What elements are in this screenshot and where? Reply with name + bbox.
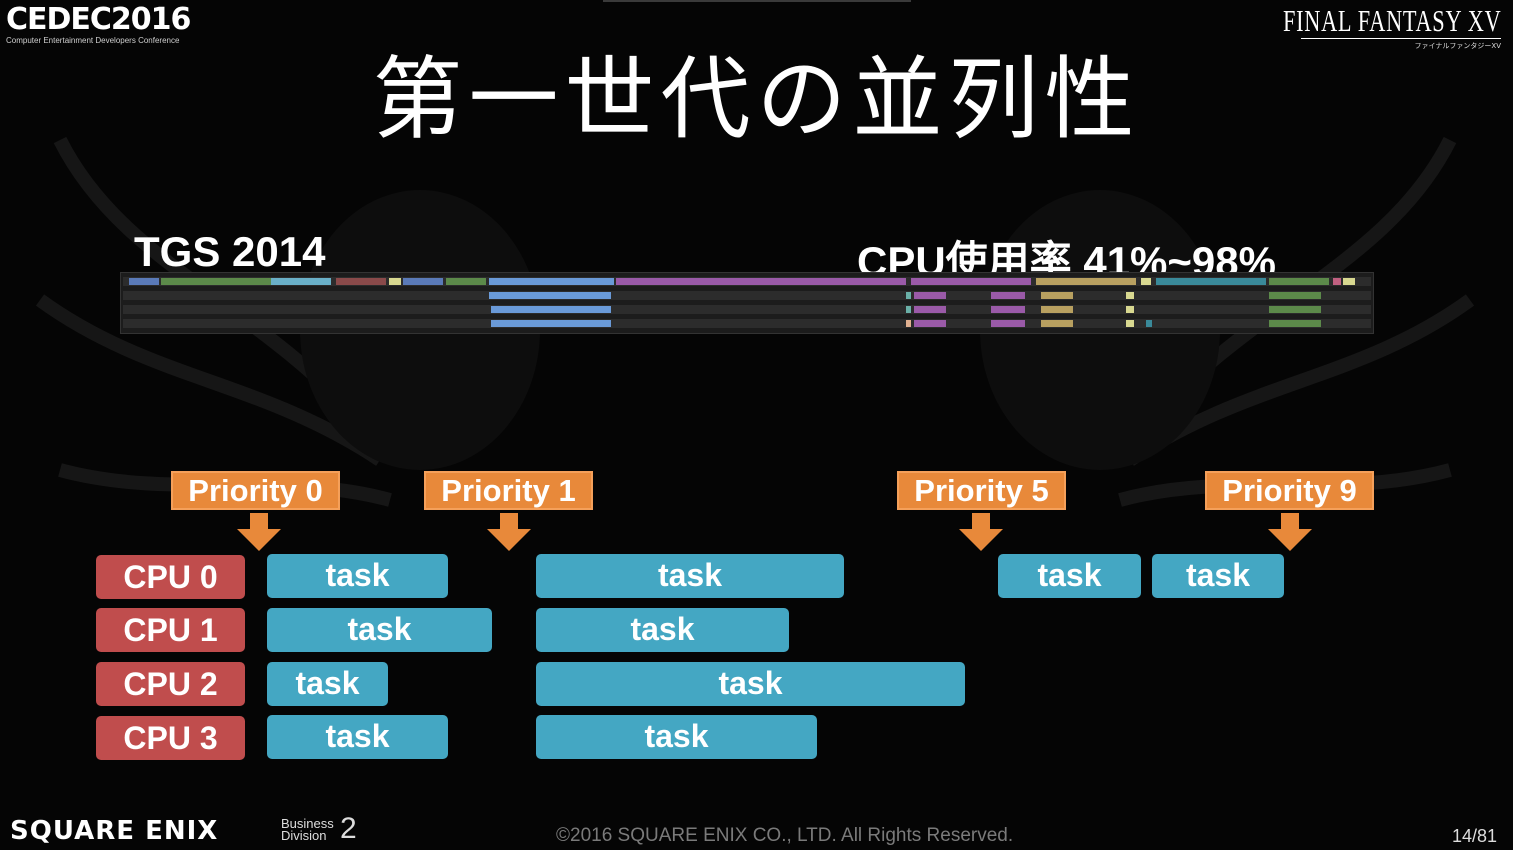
task-block: task — [267, 715, 448, 759]
task-block: task — [536, 554, 844, 598]
cedec-logo-text: CEDEC2016 — [6, 2, 191, 37]
task-block: task — [1152, 554, 1284, 598]
priority-arrow-down-icon — [237, 513, 281, 551]
task-block: task — [267, 554, 448, 598]
profiler-lane — [123, 305, 1371, 314]
profiler-lane — [123, 319, 1371, 328]
cedec-logo: CEDEC2016 Computer Entertainment Develop… — [6, 2, 206, 48]
priority-arrow-down-icon — [487, 513, 531, 551]
priority-label-9: Priority 9 — [1205, 471, 1374, 510]
top-divider — [603, 0, 911, 2]
priority-label-0: Priority 0 — [171, 471, 340, 510]
task-block: task — [536, 662, 965, 706]
priority-arrow-down-icon — [959, 513, 1003, 551]
task-block: task — [267, 608, 492, 652]
priority-label-1: Priority 1 — [424, 471, 593, 510]
cpu-label-0: CPU 0 — [96, 555, 245, 599]
division-number: 2 — [340, 812, 357, 845]
slide-title: 第一世代の並列性 — [372, 47, 1141, 152]
profiler-bars — [129, 278, 1355, 327]
ff-logo-text: FINAL FANTASY XV — [1282, 3, 1501, 38]
task-block: task — [998, 554, 1141, 598]
ff-logo-rule — [1301, 38, 1501, 39]
division-line-1: Business — [281, 816, 334, 831]
cpu-label-1: CPU 1 — [96, 608, 245, 652]
page-number: 14/81 — [1451, 826, 1497, 846]
copyright-notice: ©2016 SQUARE ENIX CO., LTD. All Rights R… — [556, 825, 1014, 846]
cpu-label-2: CPU 2 — [96, 662, 245, 706]
priority-arrow-down-icon — [1268, 513, 1312, 551]
profiler-timeline — [120, 272, 1374, 334]
division-line-2: Division — [281, 828, 327, 843]
business-division-label: Business Division — [281, 816, 334, 843]
task-block: task — [536, 715, 817, 759]
cedec-tagline: Computer Entertainment Developers Confer… — [6, 36, 180, 45]
profiler-lane — [123, 291, 1371, 300]
ff-logo-subtext: ファイナルファンタジーXV — [1414, 42, 1501, 50]
final-fantasy-logo: FINAL FANTASY XV ファイナルファンタジーXV — [1198, 4, 1501, 51]
priority-label-5: Priority 5 — [897, 471, 1066, 510]
task-block: task — [536, 608, 789, 652]
event-label: TGS 2014 — [134, 228, 326, 275]
square-enix-logo: SQUARE ENIX — [10, 816, 219, 846]
cpu-label-3: CPU 3 — [96, 716, 245, 760]
task-block: task — [267, 662, 388, 706]
